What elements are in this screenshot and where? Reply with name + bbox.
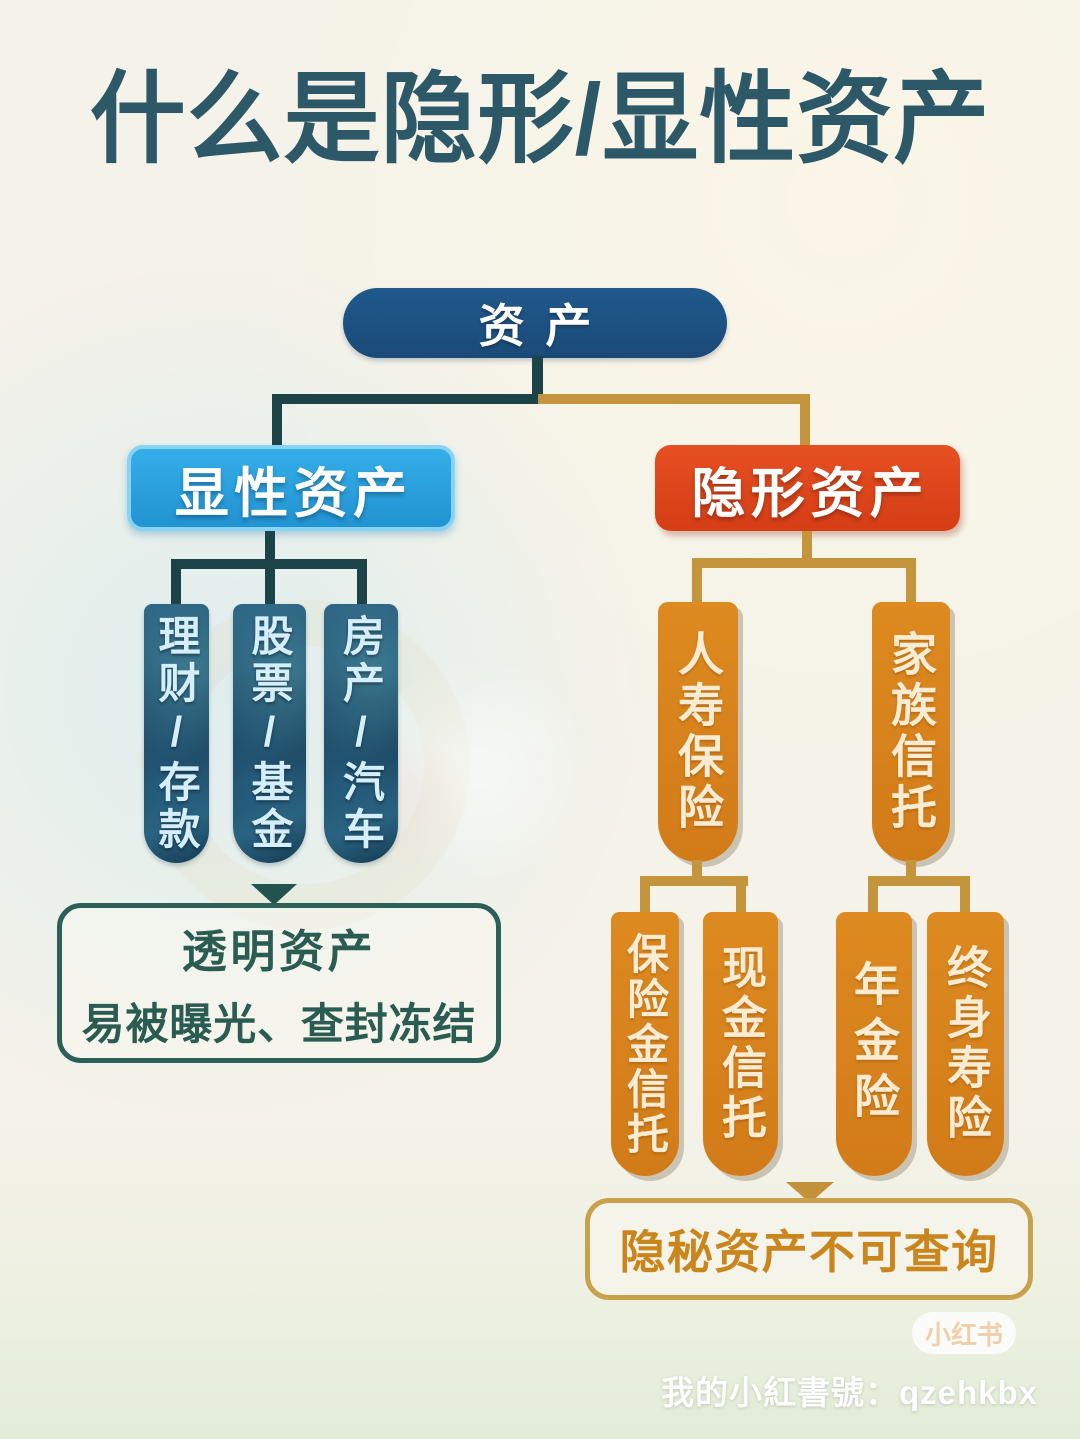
note-transparent-assets: 透明资产 易被曝光、查封冻结 <box>57 903 501 1063</box>
node-property-cars-label: 房产/汽车 <box>337 613 385 854</box>
node-cash-trust: 现金信托 <box>703 912 778 1176</box>
note-hidden-assets-line1: 隐秘资产不可查询 <box>619 1226 999 1278</box>
connector-hidden-stem-right <box>906 558 916 606</box>
connector-split-right <box>538 394 810 404</box>
connector-trust-stem-right <box>960 876 970 914</box>
connector-visible-stem-left <box>171 559 181 609</box>
connector-visible-bar <box>171 559 367 569</box>
arrow-down-visible-icon <box>251 884 297 905</box>
note-hidden-assets: 隐秘资产不可查询 <box>585 1198 1033 1300</box>
node-family-trust-label: 家族信托 <box>885 630 937 834</box>
xiaohongshu-badge-label: 小红书 <box>924 1319 1003 1350</box>
connector-hidden-bar <box>692 558 916 568</box>
node-family-trust: 家族信托 <box>872 602 950 862</box>
connector-root-stem <box>532 356 543 400</box>
node-annuity-insurance: 年金险 <box>836 912 912 1176</box>
node-hidden-assets-label: 隐形资产 <box>691 463 929 524</box>
node-stocks-funds-label: 股票/基金 <box>246 613 293 854</box>
node-cash-trust-label: 现金信托 <box>715 944 766 1144</box>
connector-visible-stem <box>265 531 275 609</box>
connector-visible-drop <box>272 394 282 447</box>
connector-life-stem-right <box>736 876 746 914</box>
connector-life-stem-left <box>640 876 650 914</box>
node-stocks-funds: 股票/基金 <box>233 604 306 863</box>
node-whole-life-insurance-label: 终身寿险 <box>940 944 991 1144</box>
connector-trust-bar <box>868 876 970 886</box>
arrow-down-hidden-icon <box>786 1182 834 1203</box>
node-annuity-insurance-label: 年金险 <box>848 960 900 1128</box>
node-hidden-assets: 隐形资产 <box>655 445 960 531</box>
connector-hidden-drop <box>800 394 810 447</box>
connector-trust-stem-left <box>868 876 878 914</box>
node-insurance-benefit-trust-label: 保险金信托 <box>621 931 669 1157</box>
background-logo-watermark-2 <box>380 640 580 900</box>
node-assets-root: 资产 <box>343 288 727 358</box>
connector-visible-stem-right <box>357 559 367 609</box>
node-insurance-benefit-trust: 保险金信托 <box>611 912 679 1176</box>
node-wealth-deposits-label: 理财/存款 <box>153 613 200 854</box>
node-life-insurance-label: 人寿保险 <box>672 630 724 834</box>
watermark-account-text: 我的小紅書號：qzehkbx <box>660 1374 1038 1411</box>
node-property-cars: 房产/汽车 <box>324 604 398 863</box>
connector-split-left <box>272 394 538 404</box>
xiaohongshu-badge: 小红书 <box>912 1312 1016 1354</box>
page-title: 什么是隐形/显性资产 <box>89 63 991 176</box>
note-transparent-assets-line1: 透明资产 <box>181 925 377 977</box>
connector-life-bar <box>640 876 748 886</box>
note-transparent-assets-line2: 易被曝光、查封冻结 <box>81 1000 477 1049</box>
node-assets-root-label: 资产 <box>478 300 613 352</box>
node-life-insurance: 人寿保险 <box>658 602 738 862</box>
node-whole-life-insurance: 终身寿险 <box>927 912 1004 1176</box>
connector-life-stem <box>692 860 702 886</box>
connector-hidden-stem-left <box>692 558 702 606</box>
node-wealth-deposits: 理财/存款 <box>144 604 209 863</box>
connector-hidden-stem <box>802 531 812 565</box>
node-visible-assets-label: 显性资产 <box>174 463 413 524</box>
node-visible-assets: 显性资产 <box>127 445 455 531</box>
connector-trust-stem <box>906 860 916 886</box>
